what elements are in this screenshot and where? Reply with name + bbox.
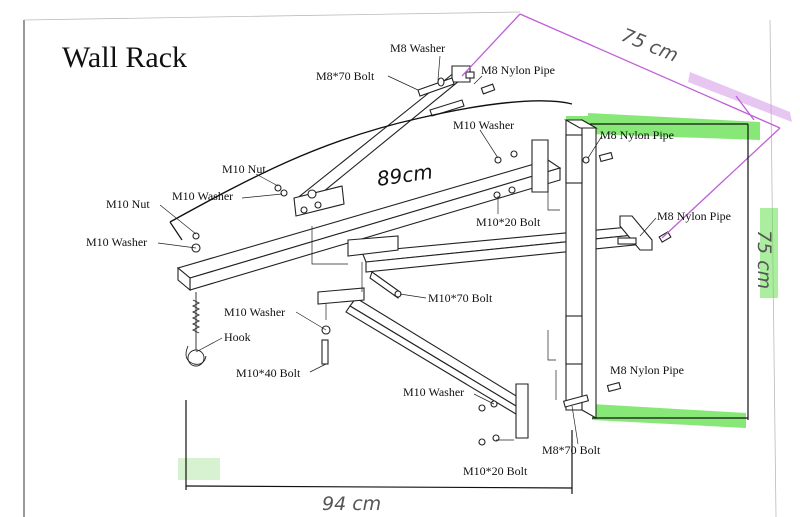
dim-top-width: 75 cm (618, 24, 681, 67)
label-m10-20-bolt-bottom: M10*20 Bolt (463, 464, 528, 478)
leader-lines (157, 55, 657, 445)
construction-lines (311, 180, 560, 400)
label-m8-70-bolt-top: M8*70 Bolt (316, 69, 375, 83)
rack-structure (176, 65, 653, 439)
diagram-title: Wall Rack (62, 41, 187, 74)
label-m8-nylon-pipe-right1: M8 Nylon Pipe (600, 128, 674, 142)
label-m10-washer-center: M10 Washer (172, 189, 233, 203)
wall-post-top (563, 119, 599, 129)
label-m10-nut-left: M10 Nut (106, 197, 150, 211)
label-m10-20-bolt-upper: M10*20 Bolt (476, 215, 541, 229)
label-m10-washer-upper: M10 Washer (453, 118, 514, 132)
upper-wall-bracket (531, 139, 549, 193)
purple-highlights (688, 72, 792, 122)
label-hook: Hook (224, 330, 251, 344)
label-m8-nylon-pipe-right2: M8 Nylon Pipe (657, 209, 731, 223)
hook-coil (191, 299, 201, 334)
hook-curve (185, 345, 207, 365)
label-m10-washer-lower-left: M10 Washer (224, 305, 285, 319)
middle-left-bracket (347, 235, 399, 257)
label-m8-70-bolt-bottom: M8*70 Bolt (542, 443, 601, 457)
wall-post-side (581, 119, 597, 419)
label-m8-washer: M8 Washer (390, 41, 445, 55)
post-plate-lower (565, 315, 583, 365)
hardware (191, 71, 672, 446)
lower-brace-plate (317, 287, 365, 305)
wall-line-end (169, 221, 183, 241)
wall-line (169, 100, 573, 223)
lower-wall-bracket (515, 383, 529, 439)
label-m10-70-bolt: M10*70 Bolt (428, 291, 493, 305)
middle-arm-bracket (619, 215, 653, 251)
label-m10-nut-center: M10 Nut (222, 162, 266, 176)
main-arm-end (177, 266, 191, 292)
page-border-top (23, 11, 521, 21)
label-m10-40-bolt: M10*40 Bolt (236, 366, 301, 380)
dimension-lines (185, 13, 781, 494)
label-m10-washer-left: M10 Washer (86, 235, 147, 249)
dim-height: 75 cm (753, 230, 775, 289)
label-m8-nylon-pipe-bottom: M8 Nylon Pipe (610, 363, 684, 377)
post-plate-upper (565, 134, 583, 184)
label-m8-nylon-pipe-top: M8 Nylon Pipe (481, 63, 555, 77)
hook-ring (187, 349, 205, 367)
label-m10-washer-bottom: M10 Washer (403, 385, 464, 399)
dim-bottom-width: 94 cm (322, 493, 381, 515)
dim-arm-length: 89cm (375, 159, 434, 191)
main-arm-front (189, 167, 561, 291)
part-labels: M8 Washer M8*70 Bolt M8 Nylon Pipe M10 W… (86, 41, 731, 478)
lower-brace-front (345, 305, 527, 421)
